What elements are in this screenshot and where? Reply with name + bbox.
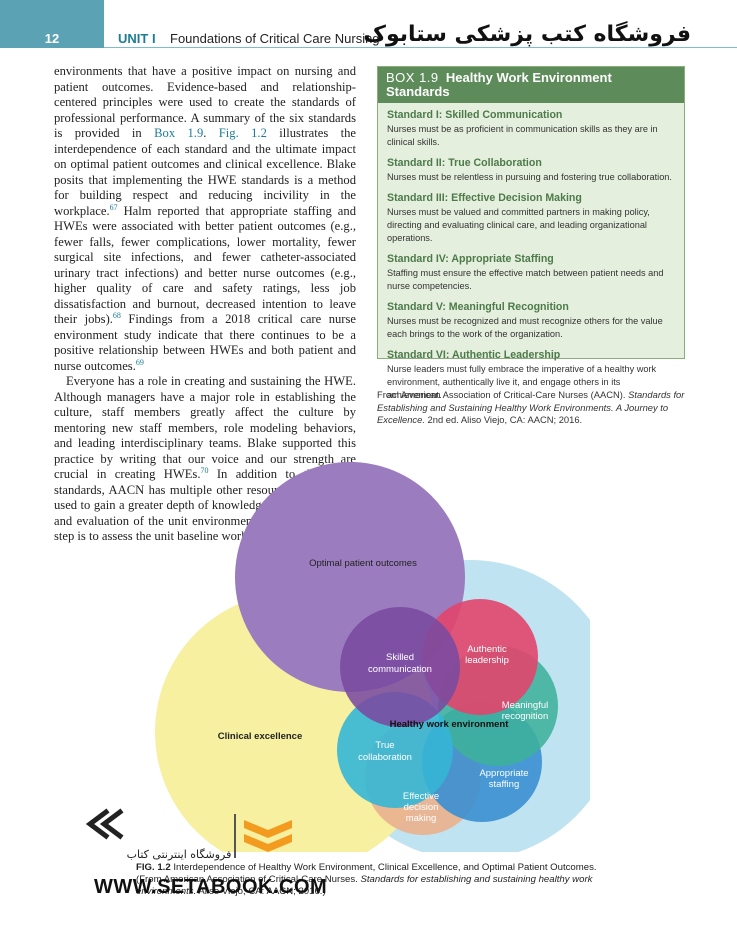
caption-label: FIG. 1.2 [136, 862, 171, 873]
figure-venn-diagram: Optimal patient outcomes Clinical excell… [155, 462, 590, 852]
p1-text-e: Findings from a 2018 critical care nurse… [54, 312, 356, 373]
label-optimal-patient-outcomes: Optimal patient outcomes [309, 558, 417, 569]
page-number: 12 [44, 31, 60, 46]
label-effective-1: Effective [403, 791, 439, 802]
standard-title: Standard VI: Authentic Leadership [387, 349, 561, 361]
paragraph-1: environments that have a positive impact… [54, 64, 356, 374]
circle-skilled-communication [340, 607, 460, 727]
standard-text: Nurses must be as proficient in communic… [387, 124, 658, 147]
box-1-9: BOX 1.9 Healthy Work Environment Standar… [377, 66, 685, 400]
standard-title: Standard V: Meaningful Recognition [387, 301, 569, 313]
page-tab [0, 0, 104, 48]
standard-title: Standard IV: Appropriate Staffing [387, 253, 554, 265]
setabook-logo: فروشگاه اینترنتی کتاب [85, 808, 292, 861]
p1-text-b: . [203, 126, 219, 140]
fig-1-2-link[interactable]: Fig. 1.2 [218, 126, 267, 140]
ref-69[interactable]: 69 [135, 357, 144, 367]
label-clinical-excellence: Clinical excellence [218, 731, 303, 742]
label-healthy-work-environment: Healthy work environment [390, 719, 510, 730]
p1-text-d: Halm reported that appropriate staffing … [54, 203, 356, 327]
ref-67[interactable]: 67 [109, 202, 118, 212]
watermark-header: فروشگاه کتب پزشکی ستابوک [363, 22, 691, 47]
standard-text: Nurses must be valued and committed part… [387, 207, 650, 243]
caption-text-a: Interdependence of Healthy Work Environm… [136, 862, 597, 885]
unit-label: UNIT I [118, 31, 156, 46]
p1-text-a: environments that have a positive impact… [54, 64, 356, 140]
ref-70[interactable]: 70 [200, 465, 209, 475]
standard-title: Standard II: True Collaboration [387, 157, 542, 169]
unit-title: Foundations of Critical Care Nursing [170, 31, 380, 46]
caption-text-b: Aliso Viejo, CA: AACN; 2016.) [196, 886, 326, 897]
p1-text-c: illustrates the interdependence of each … [54, 126, 356, 218]
label-authentic-2: leadership [465, 655, 509, 666]
logo-brand-fa: فروشگاه اینترنتی کتاب [127, 848, 232, 861]
source-text-a: From American Association of Critical-Ca… [377, 389, 629, 400]
label-appropriate-2: staffing [489, 779, 519, 790]
caption-text-italic: Standards for establishing and sustainin… [136, 874, 593, 897]
label-skilled-1: Skilled [386, 652, 414, 663]
box-title: Healthy Work Environment Standards [386, 70, 612, 99]
box-header: BOX 1.9 Healthy Work Environment Standar… [378, 67, 684, 103]
standard-text: Nurses must be recognized and must recog… [387, 316, 663, 339]
label-skilled-2: communication [368, 664, 432, 675]
standard-text: Nurse leaders must fully embrace the imp… [387, 364, 657, 400]
figure-caption: FIG. 1.2 Interdependence of Healthy Work… [136, 862, 606, 898]
standard-title: Standard I: Skilled Communication [387, 109, 563, 121]
label-appropriate-1: Appropriate [479, 768, 528, 779]
label-meaningful-1: Meaningful [502, 700, 548, 711]
header-rule [104, 47, 737, 48]
chevron-icon [85, 808, 124, 840]
book-icon [244, 820, 292, 852]
label-effective-3: making [406, 813, 437, 824]
logo-divider [234, 814, 236, 858]
standard-text: Nurses must be relentless in pursuing an… [387, 172, 672, 182]
body-text: environments that have a positive impact… [54, 64, 356, 545]
logo-url: WWW.SETABOOK.COM [94, 876, 328, 898]
label-true-2: collaboration [358, 752, 412, 763]
standard-text: Staffing must ensure the effective match… [387, 268, 664, 291]
label-meaningful-2: recognition [502, 711, 548, 722]
box-label: BOX 1.9 [386, 70, 439, 85]
source-text-italic: Standards for Establishing and Sustainin… [377, 389, 685, 425]
source-text-b: 2nd ed. Aliso Viejo, CA: AACN; 2016. [424, 414, 583, 425]
label-authentic-1: Authentic [467, 644, 507, 655]
box-1-9-link[interactable]: Box 1.9 [154, 126, 204, 140]
standard-title: Standard III: Effective Decision Making [387, 192, 582, 204]
label-true-1: True [375, 740, 394, 751]
box-source: From American Association of Critical-Ca… [377, 389, 685, 427]
ref-68[interactable]: 68 [112, 310, 121, 320]
p2-text-a: Everyone has a role in creating and sust… [54, 374, 356, 481]
label-effective-2: decision [404, 802, 439, 813]
